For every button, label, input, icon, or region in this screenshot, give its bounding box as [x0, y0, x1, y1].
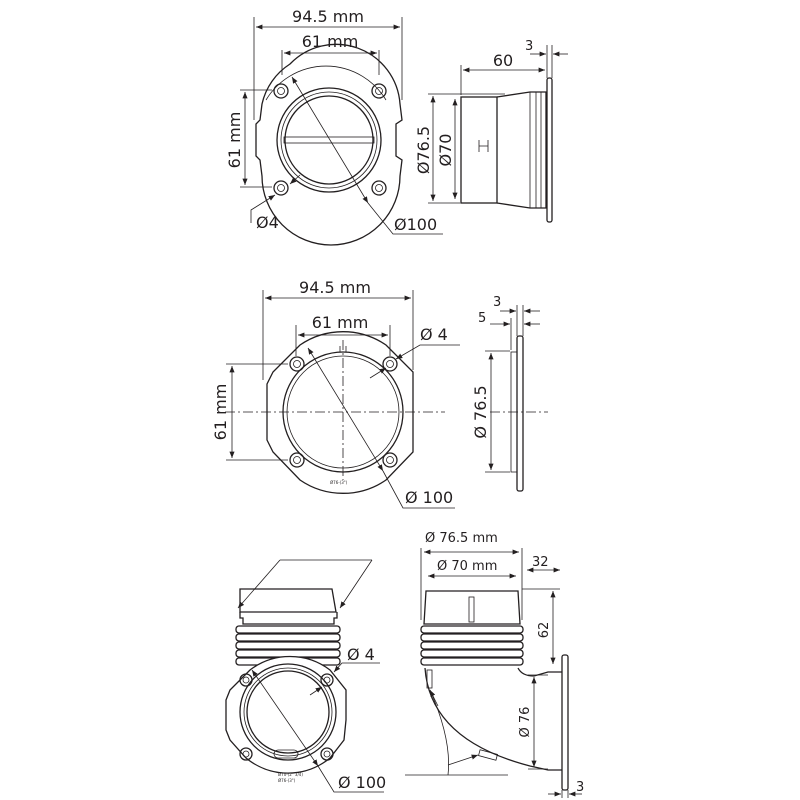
marking-1: Ø70-(2" 3/4) [278, 772, 303, 777]
dim-width: 94.5 mm [299, 278, 371, 297]
dim-hole-spacing-h: 61 mm [312, 313, 369, 332]
dim-inner-dia: Ø70 [436, 134, 455, 167]
dim-height: 62 [537, 622, 552, 639]
dim-outer-dia: Ø 76.5 mm [425, 531, 498, 546]
dim-offset: 32 [532, 555, 549, 570]
dim-elbow-dia: Ø 76 [518, 707, 533, 738]
mounting-holes [273, 83, 387, 196]
dim-hole-spacing-v: 61 mm [211, 384, 230, 441]
dim-length: 60 [493, 51, 513, 70]
marking-2: Ø76-(3") [278, 778, 296, 783]
dim-depth: 5 [478, 311, 486, 326]
dim-flange: 3 [493, 295, 501, 310]
top-side-view: 60 3 Ø76.5 Ø70 [414, 39, 568, 223]
dim-outer-dia: Ø76.5 [414, 126, 433, 174]
dim-outer: Ø 100 [338, 773, 386, 792]
bottom-side-view: Ø 76.5 mm Ø 70 mm 32 62 Ø 76 3 [405, 531, 584, 798]
dim-width: 94.5 mm [292, 7, 364, 26]
dim-flange: 3 [576, 780, 584, 795]
dim-outer: Ø 100 [405, 488, 453, 507]
bottom-front-view: Ø70-(2" 3/4) Ø76-(3") Ø 4 Ø 100 [225, 559, 386, 793]
mounting-holes [289, 356, 398, 468]
bellows [420, 625, 524, 666]
dim-outer: Ø100 [394, 215, 437, 234]
dim-flange: 3 [525, 39, 533, 54]
dim-outer-dia: Ø 76.5 [471, 385, 490, 438]
dim-hole: Ø 4 [347, 645, 375, 664]
marking: Ø76-(3") [330, 480, 348, 485]
dim-hole-spacing-h: 61 mm [302, 32, 359, 51]
dim-hole-spacing-v: 61 mm [225, 112, 244, 169]
middle-side-view: 5 3 Ø 76.5 [471, 295, 548, 492]
top-front-view: 94.5 mm 61 mm 61 mm Ø100 Ø4 [225, 7, 443, 246]
dim-hole: Ø4 [256, 213, 279, 232]
dim-inner-dia: Ø 70 mm [437, 559, 497, 574]
dim-hole: Ø 4 [420, 325, 448, 344]
middle-front-view: Ø76-(3") 94.5 mm 61 mm 61 mm Ø 4 Ø 100 [211, 278, 460, 509]
